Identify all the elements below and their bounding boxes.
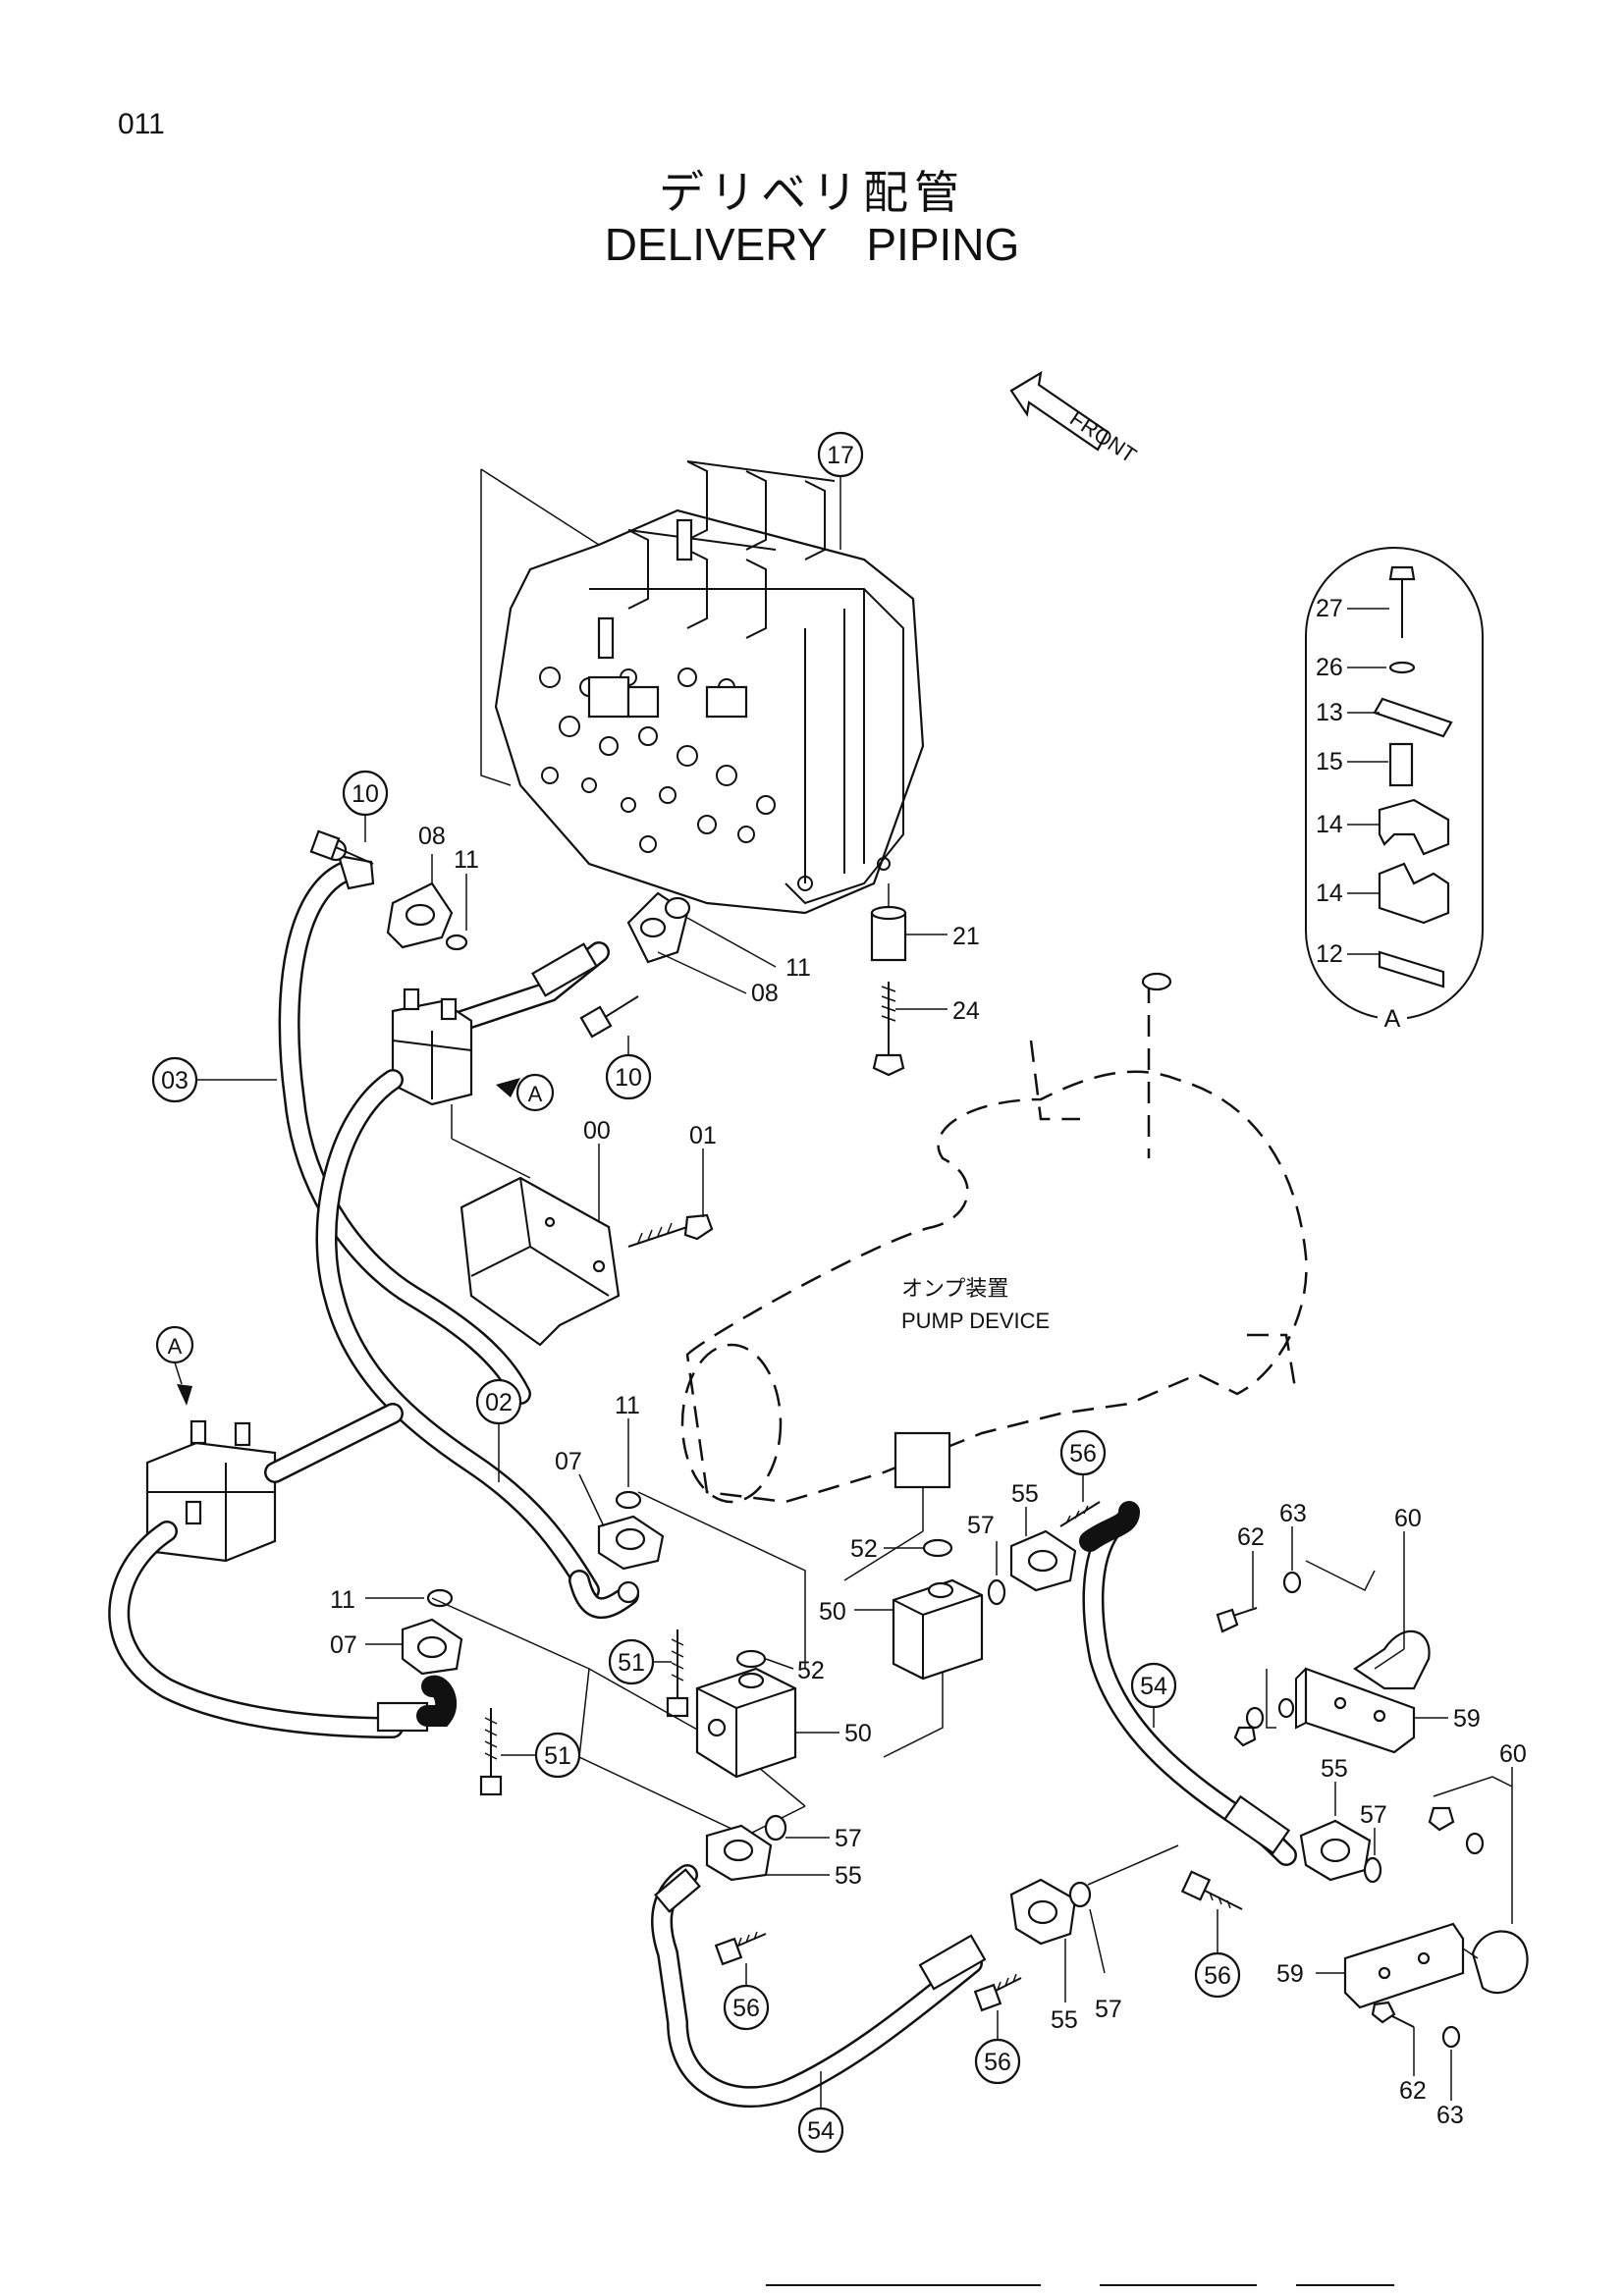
- svg-text:52: 52: [797, 1657, 825, 1684]
- svg-text:26: 26: [1316, 654, 1343, 681]
- front-label: FRONT: [1065, 405, 1141, 467]
- svg-text:15: 15: [1316, 748, 1343, 775]
- hose-02: 02: [315, 1069, 640, 1620]
- svg-text:56: 56: [1204, 1962, 1231, 1990]
- svg-text:62: 62: [1237, 1523, 1265, 1551]
- svg-text:55: 55: [1321, 1755, 1348, 1783]
- svg-text:10: 10: [615, 1064, 642, 1092]
- title-japanese: デリベリ配管: [659, 166, 965, 219]
- flange-55-lower-center: 55 57: [1009, 1844, 1179, 2034]
- front-arrow-icon: FRONT: [1009, 370, 1141, 468]
- svg-text:11: 11: [615, 1392, 640, 1419]
- block-50-lower: 50 52: [695, 1649, 872, 1779]
- svg-text:52: 52: [850, 1535, 878, 1563]
- svg-text:57: 57: [967, 1512, 995, 1539]
- control-valve: [480, 460, 925, 915]
- hose-54-lower: 54: [651, 1864, 987, 2154]
- svg-text:60: 60: [1394, 1505, 1422, 1532]
- svg-text:50: 50: [819, 1598, 846, 1626]
- pump-device: オンプ装置 PUMP DEVICE: [680, 972, 1308, 1531]
- svg-text:21: 21: [952, 923, 980, 950]
- svg-text:62: 62: [1399, 2077, 1427, 2105]
- flange-55-right-top: 55 57: [967, 1480, 1077, 1606]
- svg-text:55: 55: [835, 1862, 862, 1890]
- svg-text:10: 10: [352, 780, 379, 808]
- svg-text:00: 00: [583, 1117, 611, 1145]
- svg-text:07: 07: [330, 1631, 357, 1659]
- svg-text:56: 56: [984, 2049, 1011, 2076]
- clamp-left: A: [145, 1325, 404, 1563]
- bolt-10-left: 10: [309, 770, 389, 865]
- title-english: DELIVERY PIPING: [604, 219, 1020, 270]
- svg-text:27: 27: [1316, 595, 1343, 622]
- hose-54-right: 54: [1079, 1501, 1297, 1866]
- svg-text:24: 24: [952, 997, 980, 1025]
- svg-text:A: A: [168, 1334, 183, 1359]
- part-24-bolt: 24: [872, 982, 980, 1077]
- svg-text:57: 57: [1095, 1996, 1122, 2023]
- pump-device-ja: オンプ装置: [901, 1276, 1008, 1301]
- flange-07-mid: 11 07: [555, 1392, 665, 1571]
- svg-text:01: 01: [689, 1122, 717, 1149]
- svg-text:08: 08: [418, 823, 446, 850]
- svg-text:54: 54: [807, 2117, 835, 2145]
- svg-text:63: 63: [1436, 2102, 1464, 2129]
- svg-text:17: 17: [827, 442, 854, 469]
- svg-text:50: 50: [844, 1720, 872, 1747]
- bolt-51-mid: 51: [608, 1629, 689, 1718]
- svg-text:02: 02: [485, 1389, 513, 1416]
- view-direction-arrow-icon: [496, 1078, 520, 1097]
- svg-text:13: 13: [1316, 699, 1343, 726]
- svg-text:14: 14: [1316, 811, 1343, 838]
- flange-07-lower: 11 07: [330, 1586, 463, 1676]
- svg-text:59: 59: [1453, 1705, 1481, 1733]
- svg-text:55: 55: [1051, 2006, 1078, 2034]
- svg-text:12: 12: [1316, 940, 1343, 968]
- svg-text:14: 14: [1316, 880, 1343, 907]
- flange-55-lower-left: 57 55: [705, 1814, 862, 1890]
- pipe-08-right: 11 08: [421, 891, 811, 1041]
- bolt-56-lower-left: 56: [714, 1931, 770, 2031]
- svg-text:55: 55: [1011, 1480, 1039, 1508]
- svg-text:56: 56: [1069, 1440, 1097, 1468]
- block-50-upper: 50 52: [819, 1535, 984, 1681]
- svg-text:51: 51: [618, 1649, 645, 1677]
- bracket-59-lower: 60 59 62 63: [1276, 1740, 1529, 2129]
- part-21-sleeve: 21: [870, 883, 980, 962]
- svg-text:54: 54: [1140, 1673, 1167, 1700]
- bolt-56-right-mid: 56: [1180, 1870, 1243, 1999]
- bracket-00: 00: [460, 1117, 621, 1347]
- detail-view-a: 27 26 13 15 14 14 12 A: [1305, 547, 1484, 1033]
- view-direction-arrow-icon: [177, 1384, 192, 1406]
- svg-text:63: 63: [1279, 1500, 1307, 1527]
- svg-text:56: 56: [732, 1995, 760, 2022]
- bracket-59-upper: 62 63 60 59: [1216, 1500, 1481, 1754]
- page-number: 011: [118, 108, 165, 140]
- svg-text:59: 59: [1276, 1960, 1304, 1988]
- svg-text:60: 60: [1499, 1740, 1527, 1768]
- pump-device-en: PUMP DEVICE: [901, 1308, 1050, 1333]
- hose-left-lower: [108, 1521, 458, 1738]
- flange-55-right-mid: 55 57: [1299, 1755, 1387, 1884]
- bolt-56-right-top: 56: [1059, 1429, 1107, 1527]
- part-17: 17: [817, 431, 864, 550]
- bolt-01: 01: [627, 1122, 717, 1248]
- svg-text:11: 11: [330, 1586, 355, 1614]
- svg-text:57: 57: [835, 1825, 862, 1852]
- flange-08-left: 08 11: [386, 823, 479, 951]
- svg-text:11: 11: [785, 954, 811, 982]
- svg-text:11: 11: [454, 846, 479, 874]
- svg-text:51: 51: [544, 1742, 571, 1770]
- svg-text:03: 03: [161, 1067, 189, 1095]
- bolt-10-right: 10: [579, 995, 652, 1100]
- bolt-51-lower: 51: [479, 1708, 581, 1796]
- svg-text:08: 08: [751, 980, 779, 1007]
- svg-text:A: A: [528, 1082, 543, 1106]
- bolt-56-lower-center: 56: [973, 1973, 1022, 2085]
- detail-view-label: A: [1384, 1005, 1401, 1033]
- svg-text:07: 07: [555, 1448, 582, 1475]
- svg-text:57: 57: [1360, 1801, 1387, 1829]
